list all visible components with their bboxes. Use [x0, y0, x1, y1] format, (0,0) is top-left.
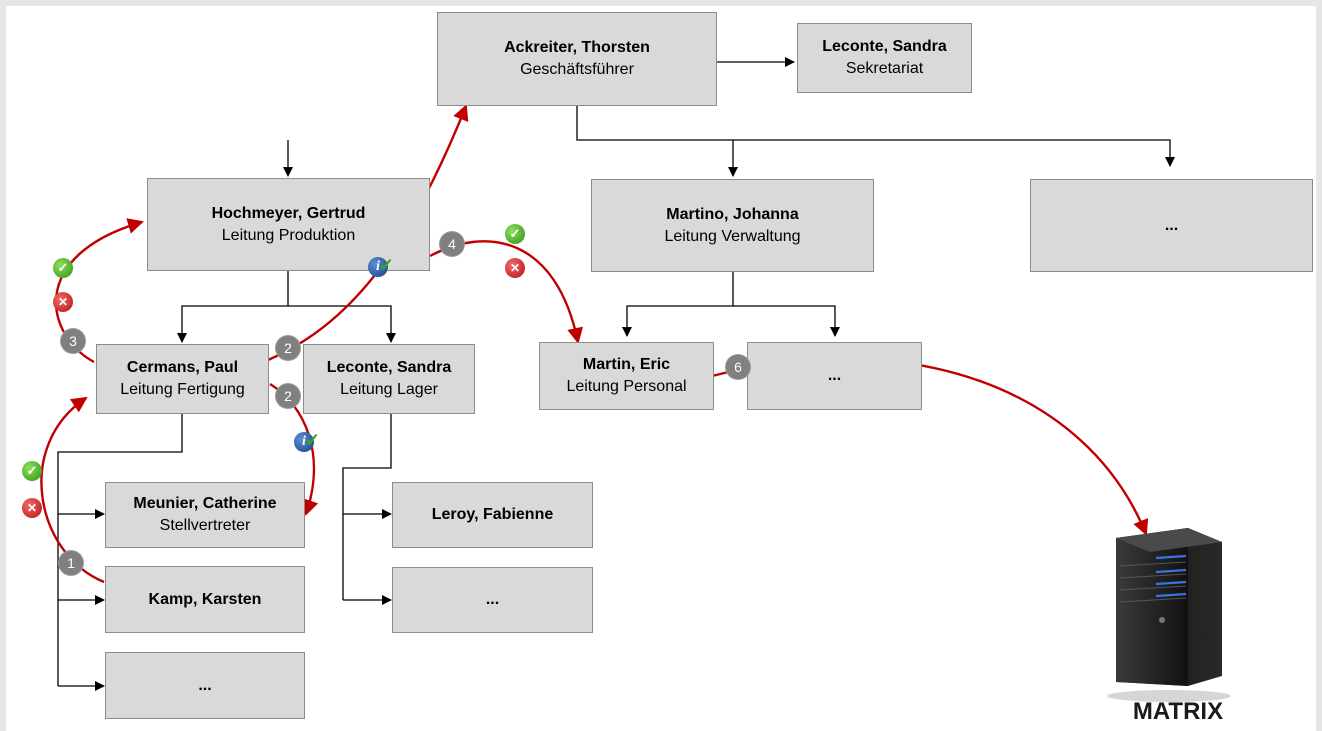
- reject-icon: ✕: [22, 498, 42, 518]
- node-dept3-name: ...: [1164, 216, 1179, 234]
- node-administration: Martino, Johanna Leitung Verwaltung: [591, 179, 874, 272]
- node-deputy-role: Stellvertreter: [159, 517, 251, 534]
- node-warehouse-role: Leitung Lager: [340, 381, 438, 398]
- node-kamp-name: Kamp, Karsten: [148, 590, 262, 608]
- node-admin-more: ...: [747, 342, 922, 410]
- node-wh-more: ...: [392, 567, 593, 633]
- approve-icon: ✓: [22, 461, 42, 481]
- node-manufacturing: Cermans, Paul Leitung Fertigung: [96, 344, 269, 414]
- node-deputy-name: Meunier, Catherine: [133, 495, 277, 512]
- node-administration-name: Martino, Johanna: [666, 205, 799, 223]
- node-manufacturing-role: Leitung Fertigung: [120, 381, 245, 398]
- node-secretary-role: Sekretariat: [845, 60, 924, 77]
- step-badge-6: 6: [726, 355, 750, 379]
- node-leroy-name: Leroy, Fabienne: [431, 506, 554, 523]
- node-personnel-role: Leitung Personal: [566, 378, 687, 395]
- node-mfg-more: ...: [105, 652, 305, 719]
- node-warehouse-name: Leconte, Sandra: [326, 359, 452, 376]
- step-badge-4: 4: [440, 232, 464, 256]
- info-check-icon: i✓: [294, 430, 324, 454]
- approve-icon: ✓: [505, 224, 525, 244]
- node-wh-more-name: ...: [485, 591, 500, 608]
- node-administration-role: Leitung Verwaltung: [664, 227, 801, 245]
- step-badge-3: 3: [61, 329, 85, 353]
- node-deputy: Meunier, Catherine Stellvertreter: [105, 482, 305, 548]
- node-kamp: Kamp, Karsten: [105, 566, 305, 633]
- hierarchy-connectors: [57, 57, 1175, 691]
- node-ceo: Ackreiter, Thorsten Geschäftsführer: [437, 12, 717, 106]
- server-label: MATRIX: [1132, 698, 1224, 725]
- step-badge-2b: 2: [276, 384, 300, 408]
- node-leroy: Leroy, Fabienne: [392, 482, 593, 548]
- node-personnel: Martin, Eric Leitung Personal: [539, 342, 714, 410]
- reject-icon: ✕: [53, 292, 73, 312]
- node-secretary: Leconte, Sandra Sekretariat: [797, 23, 972, 93]
- node-secretary-name: Leconte, Sandra: [822, 38, 947, 55]
- node-production-name: Hochmeyer, Gertrud: [211, 204, 366, 222]
- node-ceo-role: Geschäftsführer: [520, 61, 634, 78]
- node-personnel-name: Martin, Eric: [582, 356, 671, 373]
- node-production: Hochmeyer, Gertrud Leitung Produktion: [147, 178, 430, 271]
- step-badge-2a: 2: [276, 336, 300, 360]
- node-mfg-more-name: ...: [198, 676, 212, 694]
- node-dept3: ...: [1030, 179, 1313, 272]
- node-warehouse: Leconte, Sandra Leitung Lager: [303, 344, 475, 414]
- org-chart-canvas: Ackreiter, Thorsten Geschäftsführer Leco…: [6, 6, 1316, 731]
- node-manufacturing-name: Cermans, Paul: [126, 359, 239, 376]
- node-production-role: Leitung Produktion: [221, 226, 356, 244]
- node-admin-more-name: ...: [827, 367, 842, 384]
- step-badge-1: 1: [59, 551, 83, 575]
- reject-icon: ✕: [505, 258, 525, 278]
- node-ceo-name: Ackreiter, Thorsten: [504, 39, 650, 56]
- info-check-icon: i✓: [368, 255, 398, 279]
- approve-icon: ✓: [53, 258, 73, 278]
